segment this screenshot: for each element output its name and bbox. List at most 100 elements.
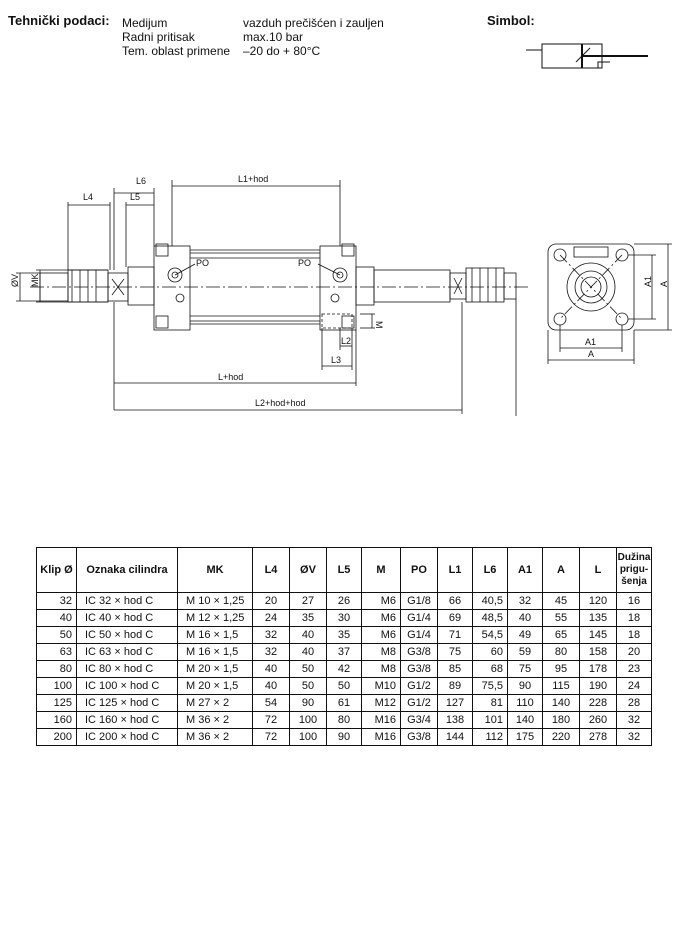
table-cell: 75,5 [472, 677, 508, 695]
col-header-klip: Klip Ø [36, 547, 77, 593]
dim-a1-bottom: A1 [585, 337, 596, 347]
table-cell: 85 [437, 660, 473, 678]
table-cell: 45 [542, 592, 580, 610]
table-cell: M8 [361, 643, 401, 661]
table-cell: 228 [579, 694, 617, 712]
table-cell: 18 [616, 609, 652, 627]
label-po-right: PO [298, 258, 311, 268]
table-cell: G3/8 [400, 660, 438, 678]
table-cell: 54,5 [472, 626, 508, 644]
table-cell: 138 [437, 711, 473, 729]
table-cell: M 20 × 1,5 [177, 660, 253, 678]
table-cell: 65 [542, 626, 580, 644]
table-cell: M12 [361, 694, 401, 712]
dim-l-hod: L+hod [218, 372, 243, 382]
table-cell: 40 [252, 677, 290, 695]
table-header-row: Klip Ø Oznaka cilindra MK L4 ØV L5 M PO … [36, 547, 652, 593]
table-cell: 40 [36, 609, 77, 627]
col-header-m: M [361, 547, 401, 593]
table-cell: 89 [437, 677, 473, 695]
col-header-a: A [542, 547, 580, 593]
table-cell: 26 [326, 592, 362, 610]
table-cell: 71 [437, 626, 473, 644]
table-cell: 80 [326, 711, 362, 729]
table-cell: 220 [542, 728, 580, 746]
table-cell: 18 [616, 626, 652, 644]
table-cell: 72 [252, 711, 290, 729]
table-cell: G1/8 [400, 592, 438, 610]
table-cell: 35 [289, 609, 327, 627]
col-header-l: L [579, 547, 617, 593]
table-cell: M10 [361, 677, 401, 695]
table-cell: 32 [616, 728, 652, 746]
col-header-l5: L5 [326, 547, 362, 593]
table-cell: 59 [507, 643, 543, 661]
spec-table: Klip Ø Oznaka cilindra MK L4 ØV L5 M PO … [36, 547, 652, 746]
table-cell: M 27 × 2 [177, 694, 253, 712]
table-cell: 50 [326, 677, 362, 695]
table-cell: 75 [507, 660, 543, 678]
table-cell: 278 [579, 728, 617, 746]
table-cell: 16 [616, 592, 652, 610]
table-cell: 32 [252, 643, 290, 661]
table-cell: G1/4 [400, 626, 438, 644]
col-header-po: PO [400, 547, 438, 593]
table-cell: IC 50 × hod C [76, 626, 178, 644]
table-cell: 80 [36, 660, 77, 678]
table-cell: M 10 × 1,25 [177, 592, 253, 610]
table-cell: M 16 × 1,5 [177, 643, 253, 661]
spec-value-medium: vazduh prečišćen i zauljen [243, 16, 384, 30]
dim-mk: MK [30, 274, 40, 288]
table-cell: 28 [616, 694, 652, 712]
table-cell: 68 [472, 660, 508, 678]
table-cell: 81 [472, 694, 508, 712]
table-cell: 32 [507, 592, 543, 610]
table-cell: 72 [252, 728, 290, 746]
table-cell: 100 [289, 711, 327, 729]
symbol-title: Simbol: [487, 13, 535, 28]
table-cell: 32 [616, 711, 652, 729]
table-cell: IC 32 × hod C [76, 592, 178, 610]
table-cell: 69 [437, 609, 473, 627]
table-cell: 140 [542, 694, 580, 712]
col-header-duzina: Dužina prigu-šenja [616, 547, 652, 593]
dim-a1-side: A1 [643, 276, 653, 287]
table-cell: 49 [507, 626, 543, 644]
table-cell: IC 100 × hod C [76, 677, 178, 695]
table-cell: 110 [507, 694, 543, 712]
table-cell: 95 [542, 660, 580, 678]
table-cell: 20 [616, 643, 652, 661]
table-cell: 135 [579, 609, 617, 627]
spec-name-pressure: Radni pritisak [122, 30, 195, 44]
table-cell: 100 [289, 728, 327, 746]
table-cell: 190 [579, 677, 617, 695]
table-cell: 27 [289, 592, 327, 610]
table-cell: G1/4 [400, 609, 438, 627]
table-cell: 61 [326, 694, 362, 712]
table-cell: 75 [437, 643, 473, 661]
dim-m: M [374, 321, 384, 329]
table-cell: IC 160 × hod C [76, 711, 178, 729]
table-cell: M16 [361, 711, 401, 729]
table-cell: 90 [507, 677, 543, 695]
table-cell: 115 [542, 677, 580, 695]
table-cell: G1/2 [400, 677, 438, 695]
table-cell: 20 [252, 592, 290, 610]
spec-name-temperature: Tem. oblast primene [122, 44, 231, 58]
table-cell: 63 [36, 643, 77, 661]
table-cell: M6 [361, 609, 401, 627]
table-cell: 50 [289, 677, 327, 695]
table-cell: 160 [36, 711, 77, 729]
table-cell: 40 [252, 660, 290, 678]
table-cell: 100 [36, 677, 77, 695]
table-cell: IC 63 × hod C [76, 643, 178, 661]
table-cell: G3/4 [400, 711, 438, 729]
table-cell: 145 [579, 626, 617, 644]
table-cell: 180 [542, 711, 580, 729]
dim-l4: L4 [83, 192, 93, 202]
table-cell: 125 [36, 694, 77, 712]
